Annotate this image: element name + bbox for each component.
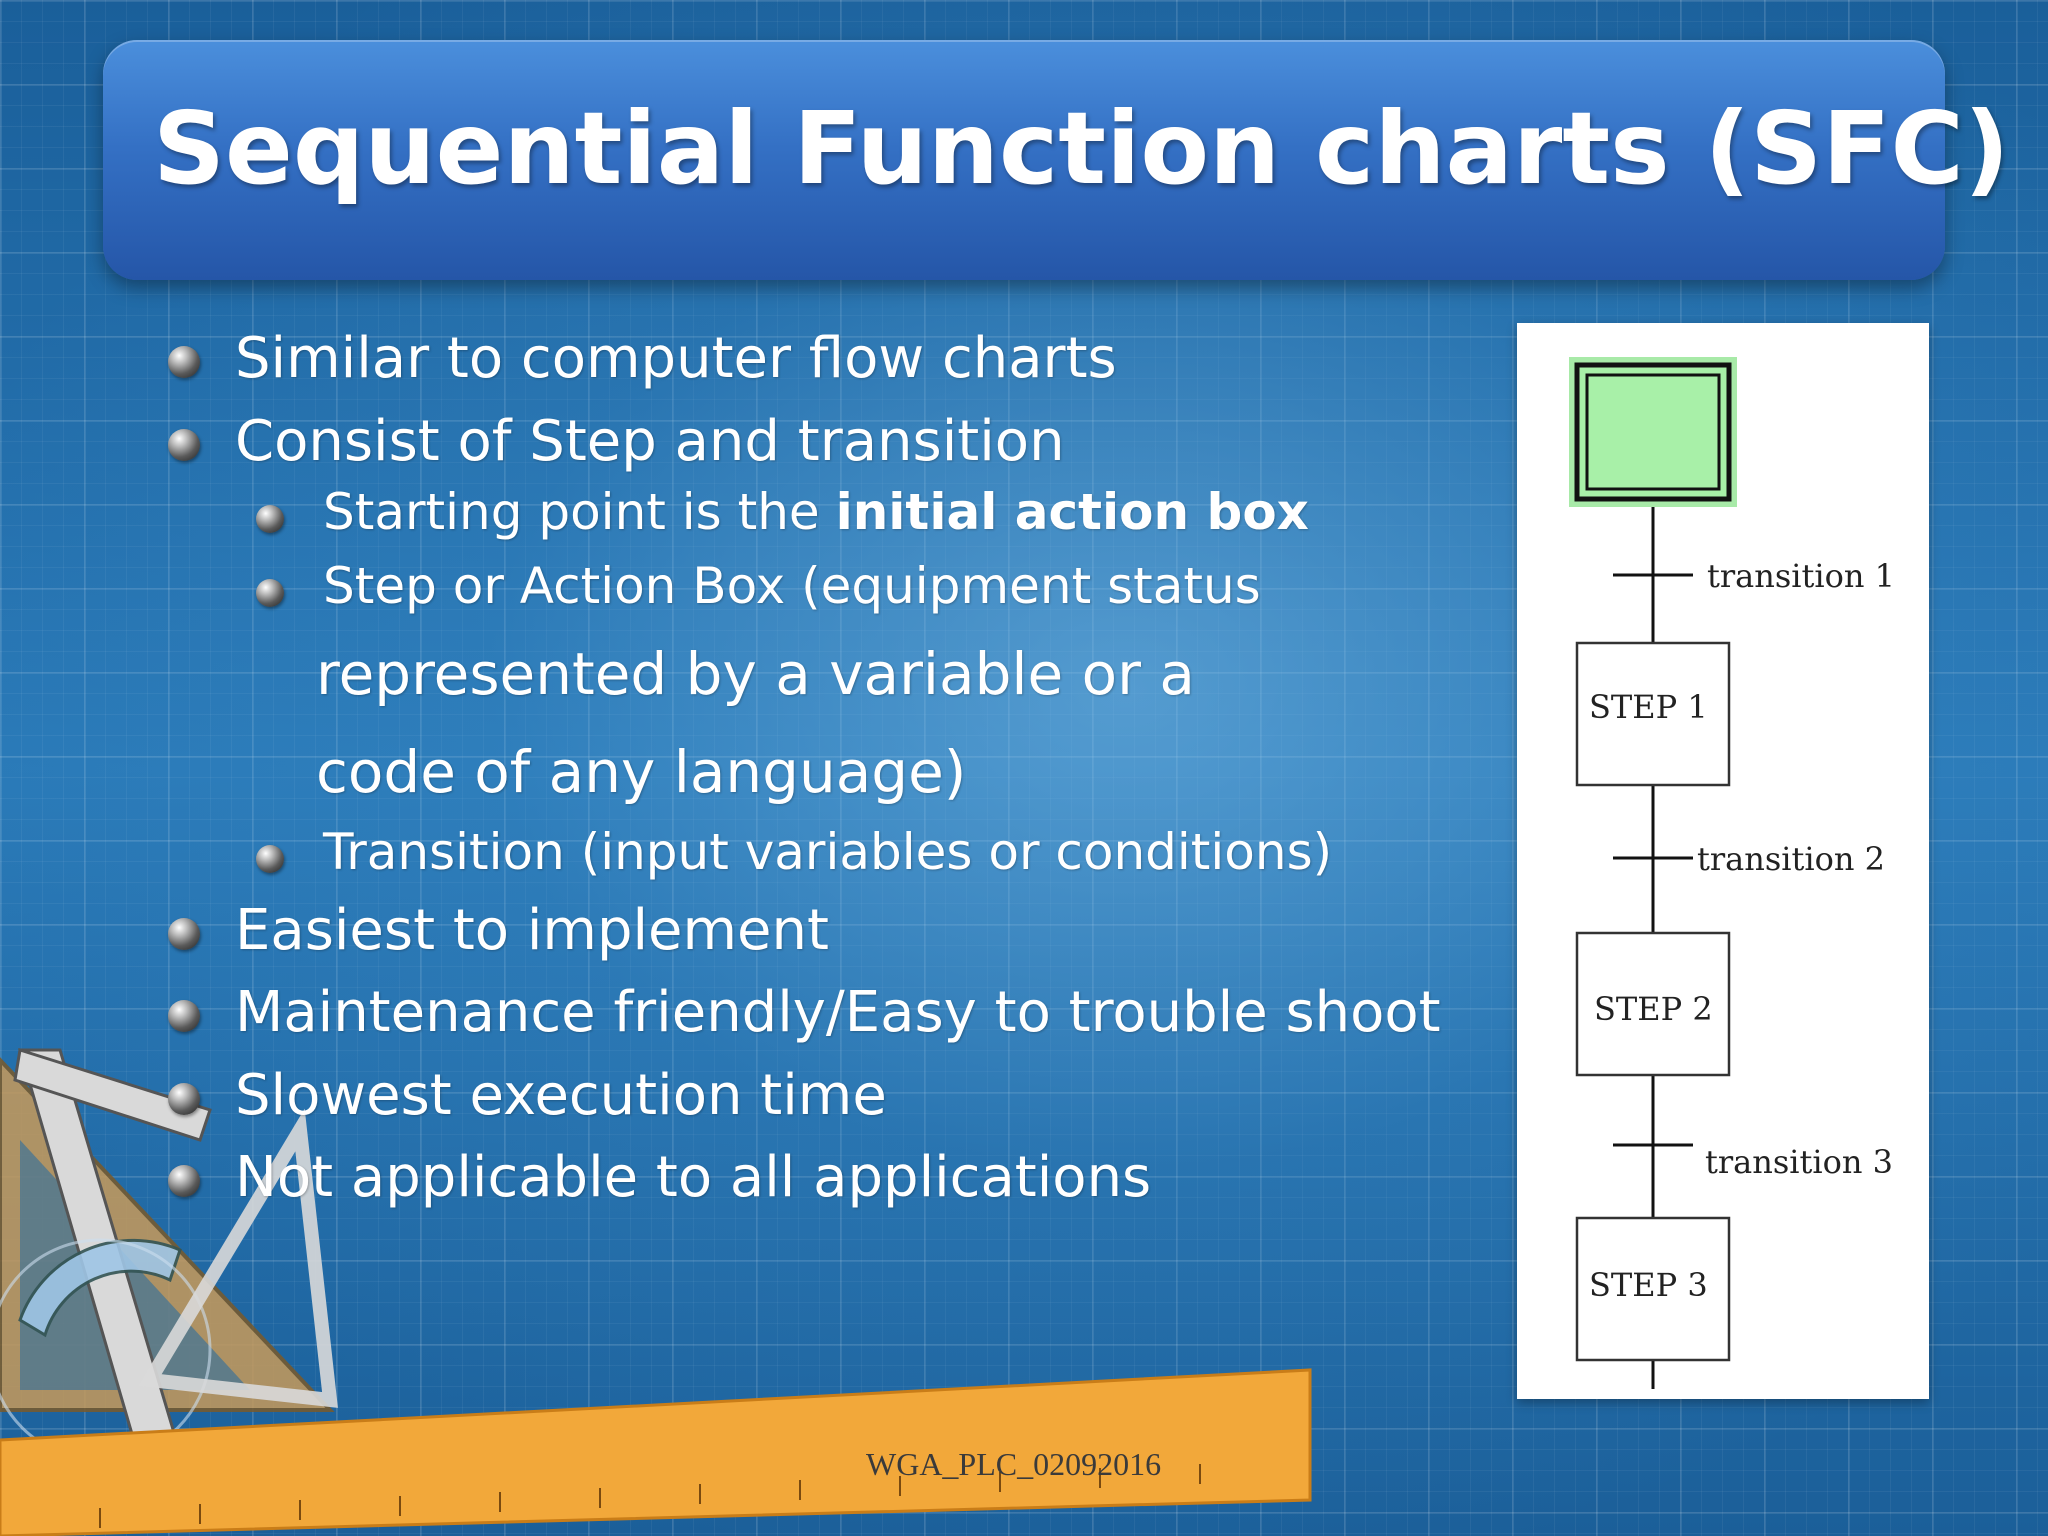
drafting-tools-illustration [0,1048,1312,1536]
sub-bullet-icon [256,579,284,607]
bullet-icon [168,1000,200,1032]
transition-label: transition 2 [1697,840,1885,878]
bullet-text: Similar to computer flow charts [235,326,1117,391]
sub-bullet-text-bold: initial action box [835,483,1309,541]
bullet-text: Easiest to implement [235,898,829,963]
sub-bullet-continuation: code of any language) [316,738,967,806]
step-box [1575,641,1731,787]
transition-label: transition 3 [1705,1143,1893,1181]
transition-label: transition 1 [1707,557,1895,595]
sub-bullet-text-prefix: Starting point is the [323,483,836,541]
slide-title: Sequential Function charts (SFC) [153,90,2010,207]
sub-bullet-continuation: represented by a variable or a [316,640,1195,708]
bullet-text: Not applicable to all applications [235,1145,1152,1210]
step-label: STEP 1 [1589,688,1708,726]
bullet-list: Similar to computer flow charts Consist … [168,326,1441,1210]
footer-text: WGA_PLC_02092016 [866,1446,1162,1482]
sub-bullet-text: Step or Action Box (equipment status [323,557,1261,615]
bullet-icon [168,346,200,378]
step-box [1575,1216,1731,1362]
step-label: STEP 2 [1594,990,1713,1028]
title-bar: Sequential Function charts (SFC) [103,40,2010,280]
orange-ruler [0,1368,1312,1536]
bullet-icon [168,429,200,461]
sfc-diagram: transition 1 STEP 1 transition 2 STEP 2 … [1569,357,1895,1389]
sub-bullet-text: Starting point is the initial action box [323,483,1309,541]
bullet-icon [168,1083,200,1115]
bullet-text: Slowest execution time [235,1063,887,1128]
protractor [18,1238,182,1338]
bullet-icon [168,1165,200,1197]
bullet-text: Maintenance friendly/Easy to trouble sho… [235,980,1441,1045]
bullet-icon [168,918,200,950]
sub-bullet-text: Transition (input variables or condition… [323,823,1333,881]
sfc-diagram-panel: transition 1 STEP 1 transition 2 STEP 2 … [1517,323,1929,1399]
sub-bullet-icon [256,505,284,533]
bullet-text: Consist of Step and transition [235,409,1065,474]
step-box [1575,931,1731,1077]
initial-step-box [1574,362,1732,502]
step-label: STEP 3 [1589,1266,1708,1304]
sub-bullet-icon [256,845,284,873]
